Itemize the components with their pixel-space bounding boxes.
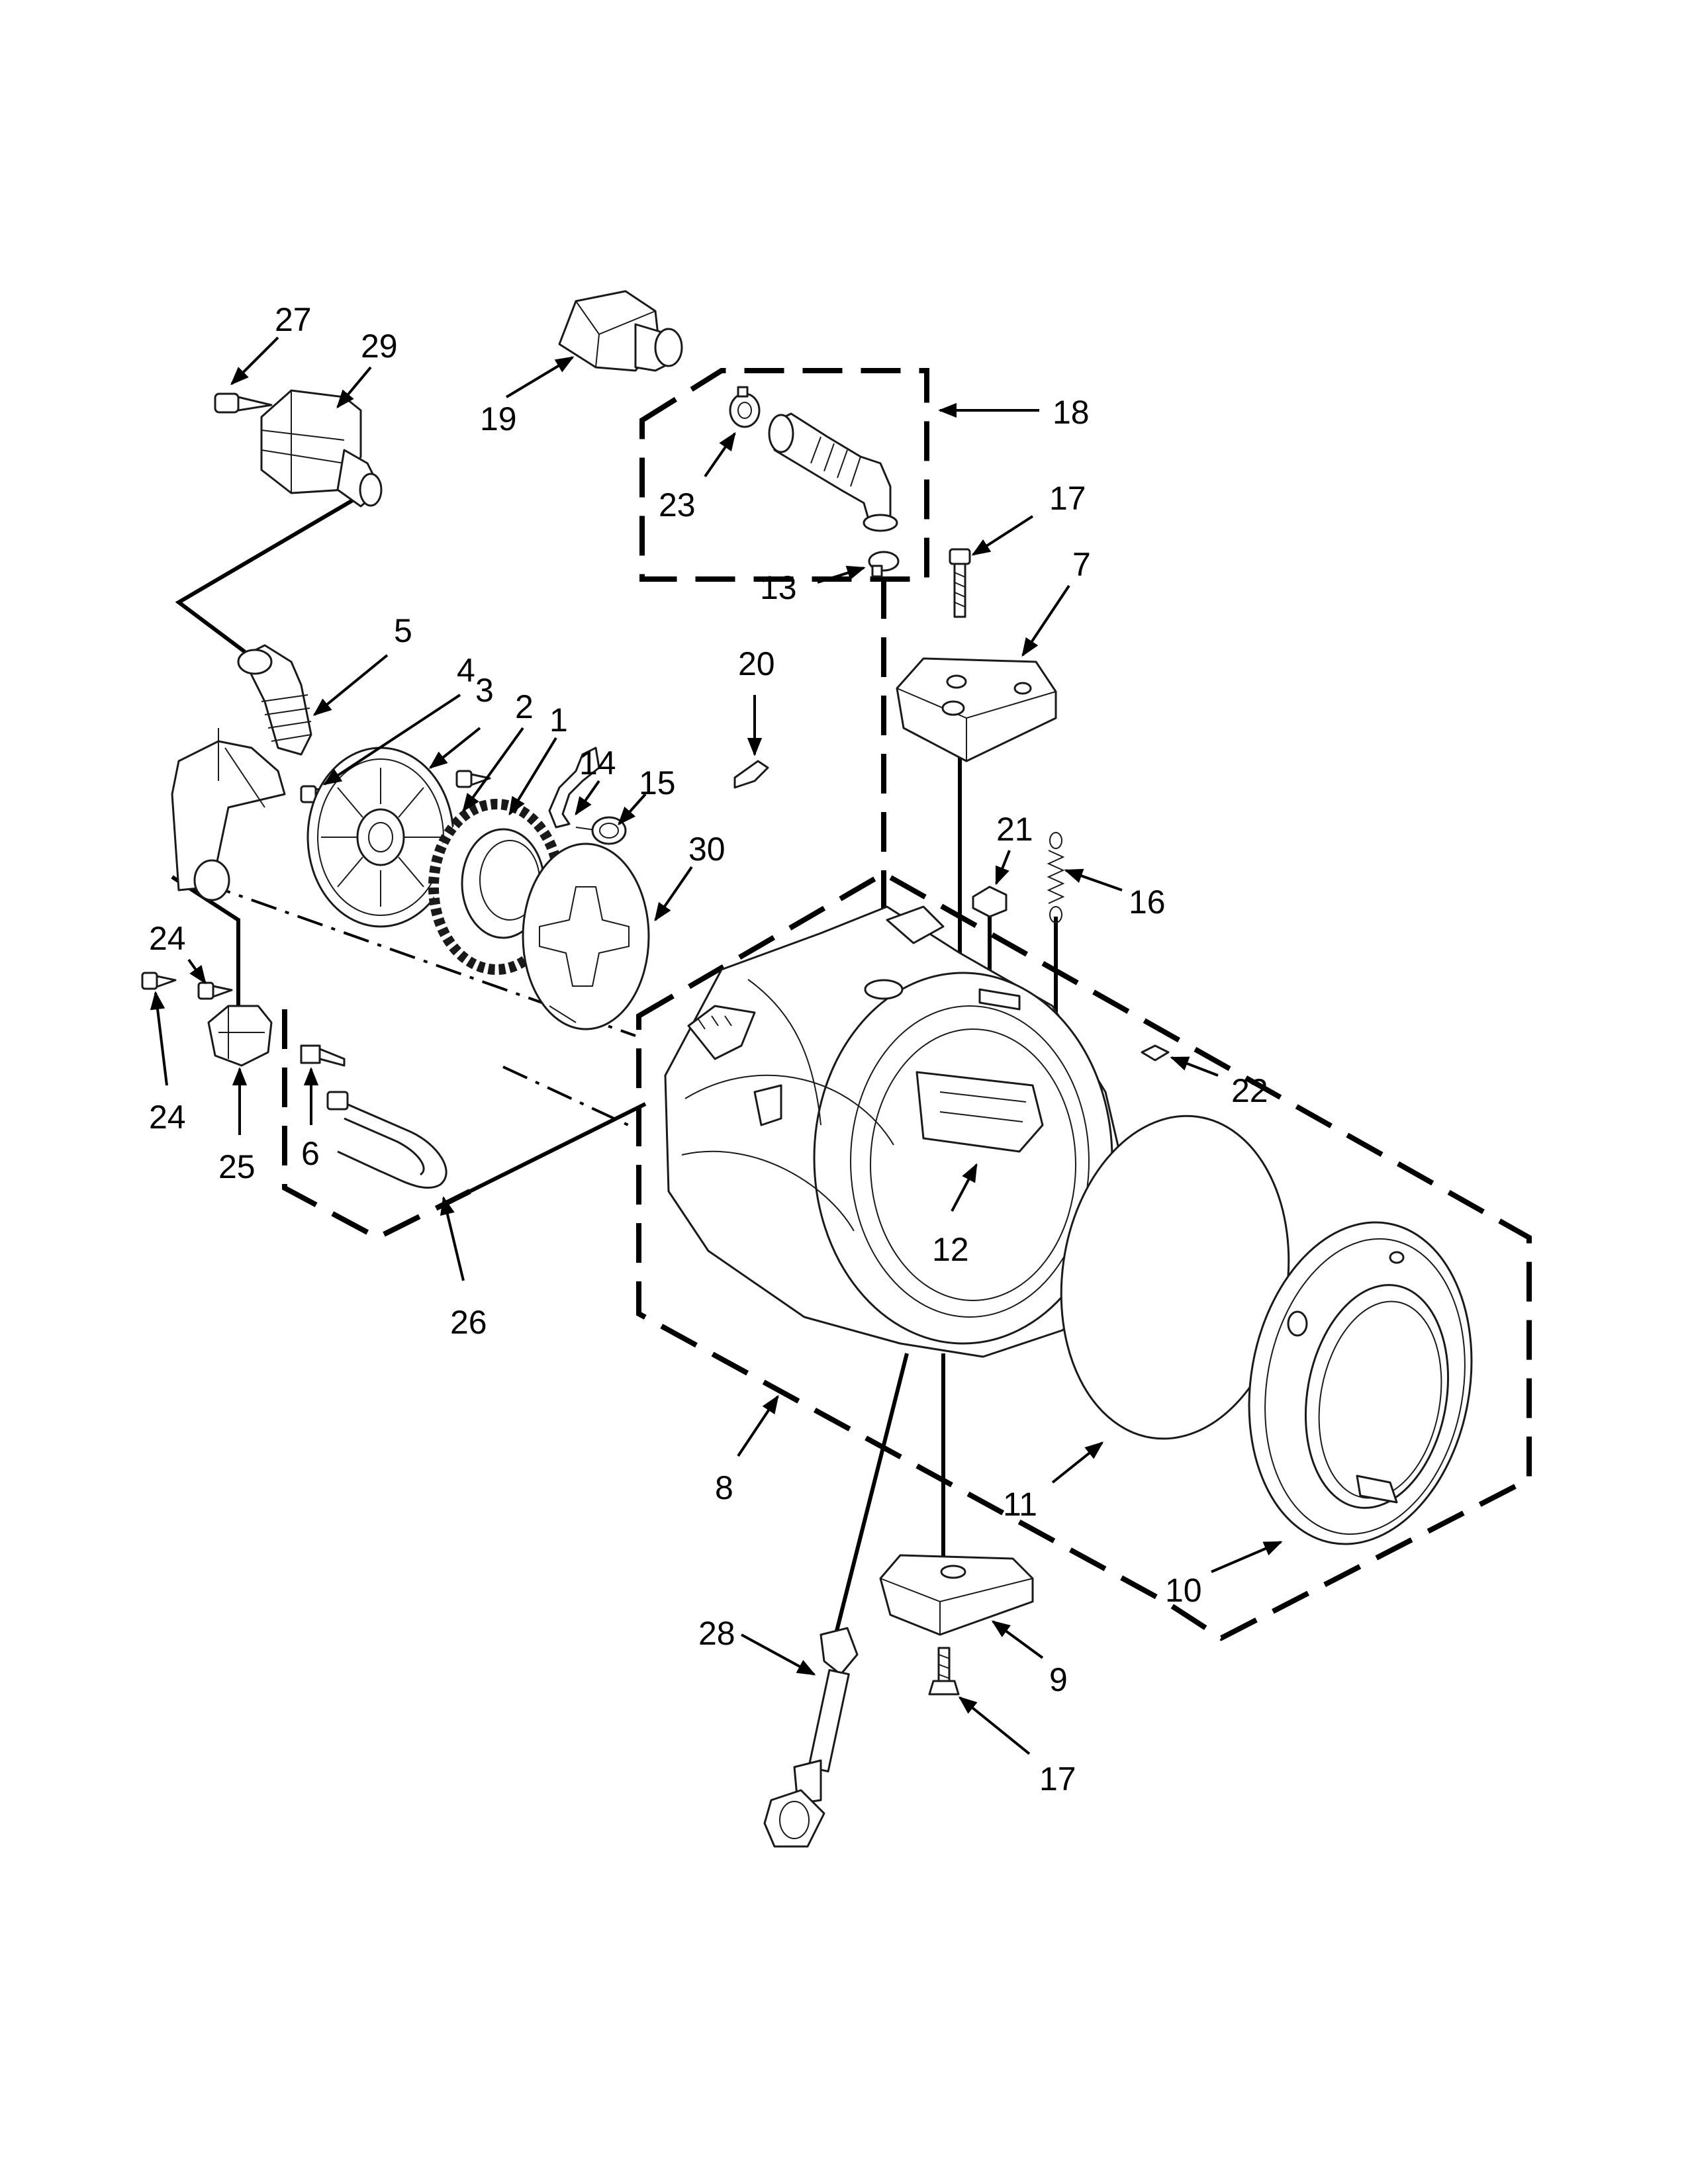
leader-13: [817, 565, 866, 584]
outer-tub-8: [664, 905, 1130, 1358]
callout-18: 18: [1053, 394, 1090, 431]
sensor-25: [207, 1005, 273, 1067]
leader-1: [508, 737, 557, 816]
leader-5: [312, 654, 389, 716]
damper-28: [763, 1627, 859, 1848]
bolt-17-bottom: [928, 1647, 960, 1696]
leader-3: [428, 727, 481, 769]
callout-2: 2: [515, 688, 534, 725]
screw-2: [455, 770, 491, 788]
screw-27: [214, 392, 273, 414]
callout-7: 7: [1072, 546, 1091, 583]
callout-15: 15: [639, 764, 676, 801]
leader-27: [230, 336, 279, 385]
callout-11: 11: [1003, 1486, 1037, 1523]
leader-30: [654, 866, 693, 922]
group-24-bracket: [171, 875, 240, 1009]
heater-route-line: [469, 1102, 647, 1193]
clamp-23: [729, 386, 761, 428]
screw-24-upper: [197, 981, 233, 1000]
callout-21: 21: [996, 811, 1033, 848]
callout-14: 14: [579, 745, 616, 782]
callout-25: 25: [218, 1148, 256, 1185]
callout-17a: 17: [1049, 480, 1086, 517]
callout-23: 23: [659, 486, 696, 523]
tub-heater-dashdot-line: [502, 1066, 636, 1130]
leader-10: [1211, 1541, 1283, 1573]
leader-19: [505, 356, 575, 398]
callout-20: 20: [738, 645, 775, 682]
callout-19: 19: [480, 400, 517, 437]
hose-route-line: [175, 488, 372, 654]
callout-26: 26: [450, 1304, 487, 1341]
callout-6: 6: [301, 1135, 320, 1172]
screw-24-lower: [141, 972, 177, 990]
gasket-30: [522, 842, 650, 1030]
clip-21: [972, 886, 1008, 918]
callout-29: 29: [361, 328, 398, 365]
leader-4: [322, 694, 461, 786]
leader-11: [1051, 1441, 1104, 1484]
callout-16: 16: [1129, 884, 1166, 921]
callout-12: 12: [932, 1231, 969, 1268]
callout-1: 1: [549, 702, 568, 739]
callout-3: 3: [475, 672, 494, 709]
leader-17a: [971, 515, 1034, 556]
sump-hose-5: [171, 644, 312, 901]
clip-20: [733, 760, 769, 789]
front-ring-10: [1248, 1221, 1473, 1545]
leader-8: [737, 1394, 779, 1457]
leader-24b: [150, 991, 168, 1086]
heater-element: [326, 1091, 447, 1189]
leader-23: [704, 432, 736, 478]
spring-16: [1047, 832, 1065, 923]
leader-24a: [187, 958, 207, 985]
leader-26: [440, 1196, 465, 1281]
callout-5: 5: [394, 612, 412, 649]
callout-13: 13: [760, 569, 797, 606]
leader-7: [1021, 584, 1070, 657]
group-8-boundary: [636, 870, 1532, 1641]
callout-10: 10: [1165, 1572, 1202, 1609]
valve-housing-29: [260, 389, 383, 508]
counterweight-9: [879, 1554, 1034, 1636]
callout-22: 22: [1231, 1072, 1268, 1109]
callout-30: 30: [688, 831, 726, 868]
leader-14: [575, 780, 600, 816]
group-18-boundary: [639, 368, 929, 582]
counterweight-7: [896, 657, 1057, 762]
callout-28: 28: [698, 1615, 735, 1652]
leader-16: [1064, 868, 1123, 891]
thermistor-6: [300, 1044, 346, 1067]
callout-9: 9: [1049, 1661, 1068, 1698]
callout-4: 4: [457, 652, 475, 689]
callout-8: 8: [715, 1469, 733, 1506]
callout-17b: 17: [1039, 1760, 1076, 1797]
bolt-17-top: [949, 548, 971, 618]
vertical-line-28: [832, 1353, 909, 1642]
leader-28: [741, 1633, 816, 1676]
leader-17b: [958, 1696, 1031, 1755]
leader-21: [995, 850, 1011, 886]
leader-29: [336, 366, 372, 409]
clip-22: [1141, 1044, 1170, 1062]
oring-15: [591, 816, 627, 845]
clamp-13: [868, 551, 900, 578]
dispenser-inlet-19: [558, 290, 683, 372]
leader-9: [991, 1620, 1044, 1659]
leader-2: [462, 727, 524, 813]
callout-24a: 24: [149, 920, 186, 957]
callout-24b: 24: [149, 1099, 186, 1136]
group-26-boundary: [282, 1009, 471, 1241]
callout-27: 27: [275, 301, 312, 338]
leader-12: [951, 1163, 978, 1212]
leader-22: [1170, 1056, 1219, 1077]
hose-18: [768, 412, 898, 532]
leader-15: [618, 793, 647, 826]
